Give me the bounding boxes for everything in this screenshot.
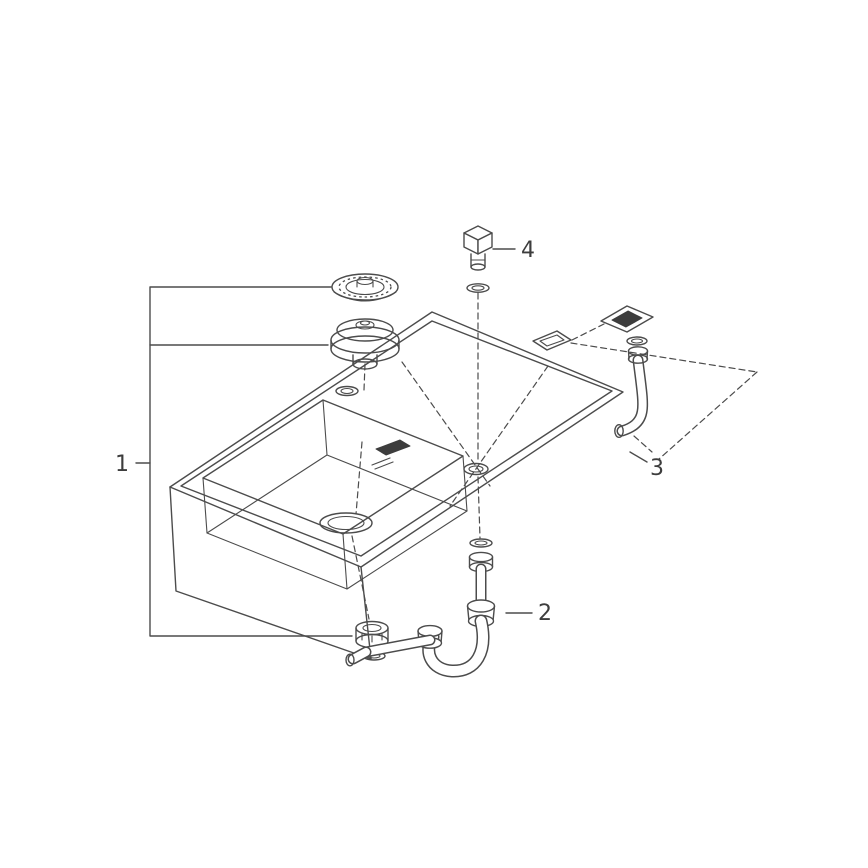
callout-1-label: 1: [115, 452, 129, 477]
basin-locknut: [355, 620, 389, 661]
trap-washer: [469, 538, 493, 548]
overflow-washer: [626, 336, 648, 346]
plug-head-right: [477, 232, 493, 255]
trap-part-2: 2: [345, 538, 552, 678]
alignment-guides: [351, 292, 758, 620]
callout-4-label: 4: [521, 238, 535, 263]
sink-rim-outer: [169, 311, 624, 568]
overflow-pipe-end: [614, 424, 624, 439]
brand-logo-plate: [375, 439, 411, 456]
basin-drain-opening: [319, 512, 373, 534]
overflow-slot-inner: [539, 334, 565, 347]
overflow-slot-outer: [532, 330, 572, 351]
basin-bottom: [206, 454, 468, 590]
tap-hole: [335, 385, 359, 397]
plug-washer: [466, 283, 490, 293]
trap-outlet-end: [345, 653, 355, 667]
bracket-line: [149, 286, 353, 637]
waste-flange-opening: [336, 318, 394, 342]
strainer-plate: [331, 273, 399, 301]
callout-3-leader: [629, 451, 648, 463]
strainer-assembly: [330, 273, 400, 370]
overflow-escutcheon-slot: [611, 310, 643, 328]
sink-rim-inner: [180, 320, 613, 557]
callout-2-label: 2: [538, 601, 552, 626]
sink-front-faces: [169, 486, 372, 660]
drainer-drain-hole: [463, 462, 489, 476]
callout-3-label: 3: [650, 456, 664, 481]
overflow-part-3: 3: [600, 305, 664, 481]
callout-bracket-1: 1: [115, 286, 353, 637]
sink-body: [169, 311, 624, 660]
trap-junction-nut: [466, 599, 496, 613]
plug-part-4: 4: [463, 225, 535, 293]
logo-mark: [371, 457, 391, 466]
